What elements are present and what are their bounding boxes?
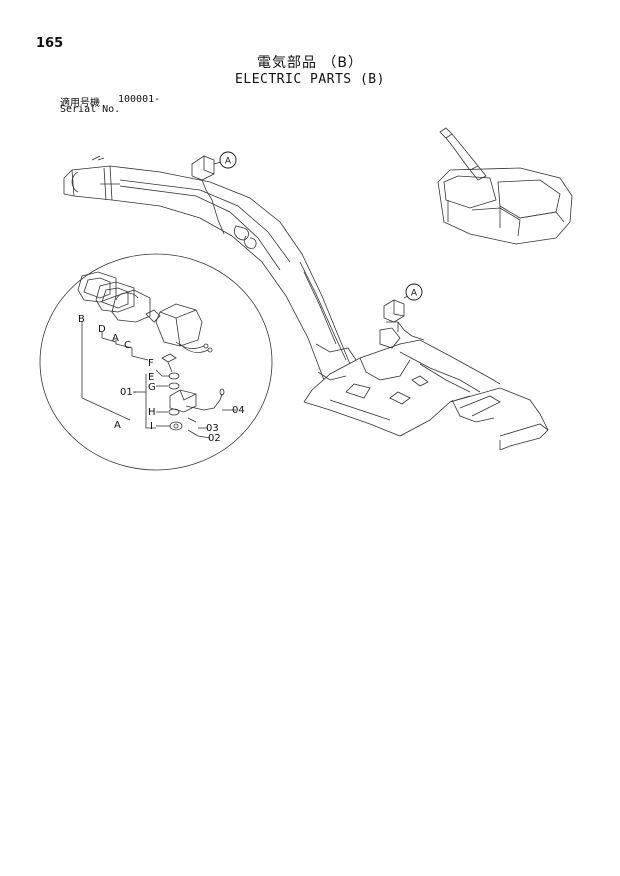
page-title-english: ELECTRIC PARTS (B) [235,72,385,87]
page-title-japanese: 電気部品 （B） [256,55,364,71]
callout-a-cab: A [405,283,423,301]
label-c: C [124,340,131,351]
label-d: D [98,324,106,335]
part-number-02: 02 [208,433,221,444]
work-light-exploded-view [77,271,225,437]
detail-view-boundary [39,253,273,471]
callout-a-cab-label: A [411,289,418,299]
serial-label-english: Serial No. [60,104,121,115]
label-g: G [148,382,156,393]
upper-frame-illustration [303,321,549,451]
work-light-on-boom [191,155,225,235]
label-h: H [148,407,156,418]
label-e: E [148,372,154,383]
callout-a-boom-label: A [225,157,232,167]
label-assembly-a: A [114,420,121,431]
boom-illustration [63,155,357,381]
part-number-03: 03 [206,423,219,434]
label-a: A [112,333,119,344]
label-b: B [78,314,85,325]
label-i: I [150,421,153,432]
machine-overview-illustration [437,127,573,245]
callout-a-boom: A [219,151,237,169]
serial-number-value: 100001- [118,94,161,105]
label-f: F [148,358,154,369]
part-number-04: 04 [232,405,245,416]
part-number-01: 01- [120,387,137,398]
serial-label-japanese: 適用号機 [60,98,100,109]
work-light-on-cab [383,299,425,341]
page-number: 165 [36,36,64,51]
